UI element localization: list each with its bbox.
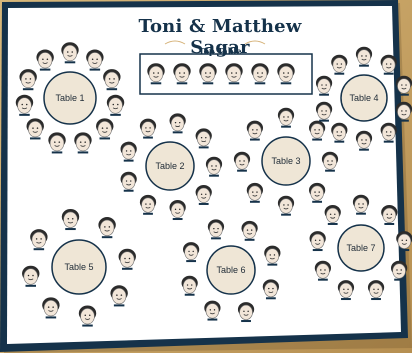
table-5-label: Table 5 <box>64 262 93 272</box>
table-4-label: Table 4 <box>349 93 378 103</box>
table-3-label: Table 3 <box>271 156 300 166</box>
table-7-label: Table 7 <box>346 243 375 253</box>
table-6: Table 6 <box>207 246 255 294</box>
table-5: Table 5 <box>52 240 106 294</box>
table-1-label: Table 1 <box>55 93 84 103</box>
table-2: Table 2 <box>146 142 194 190</box>
table-2-label: Table 2 <box>155 161 184 171</box>
table-4: Table 4 <box>341 75 387 121</box>
top-table-label: Top Table <box>190 46 250 56</box>
table-6-label: Table 6 <box>216 265 245 275</box>
table-7: Table 7 <box>338 225 384 271</box>
table-3: Table 3 <box>262 137 310 185</box>
table-1: Table 1 <box>44 72 96 124</box>
